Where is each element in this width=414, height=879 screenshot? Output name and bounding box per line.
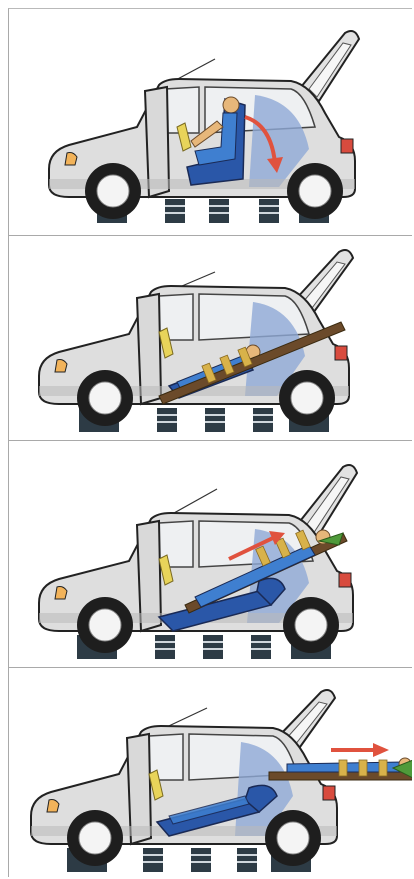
- car-icon: [9, 9, 412, 235]
- car-icon: [9, 668, 412, 877]
- car-icon: [9, 236, 412, 440]
- panel-step-3: [9, 441, 412, 667]
- panel-step-4: [9, 668, 412, 877]
- panel-step-2: [9, 236, 412, 440]
- car-icon: [9, 441, 412, 667]
- arrow-icon: [331, 743, 389, 757]
- extrication-diagram: [8, 8, 412, 877]
- panel-step-1: [9, 9, 412, 235]
